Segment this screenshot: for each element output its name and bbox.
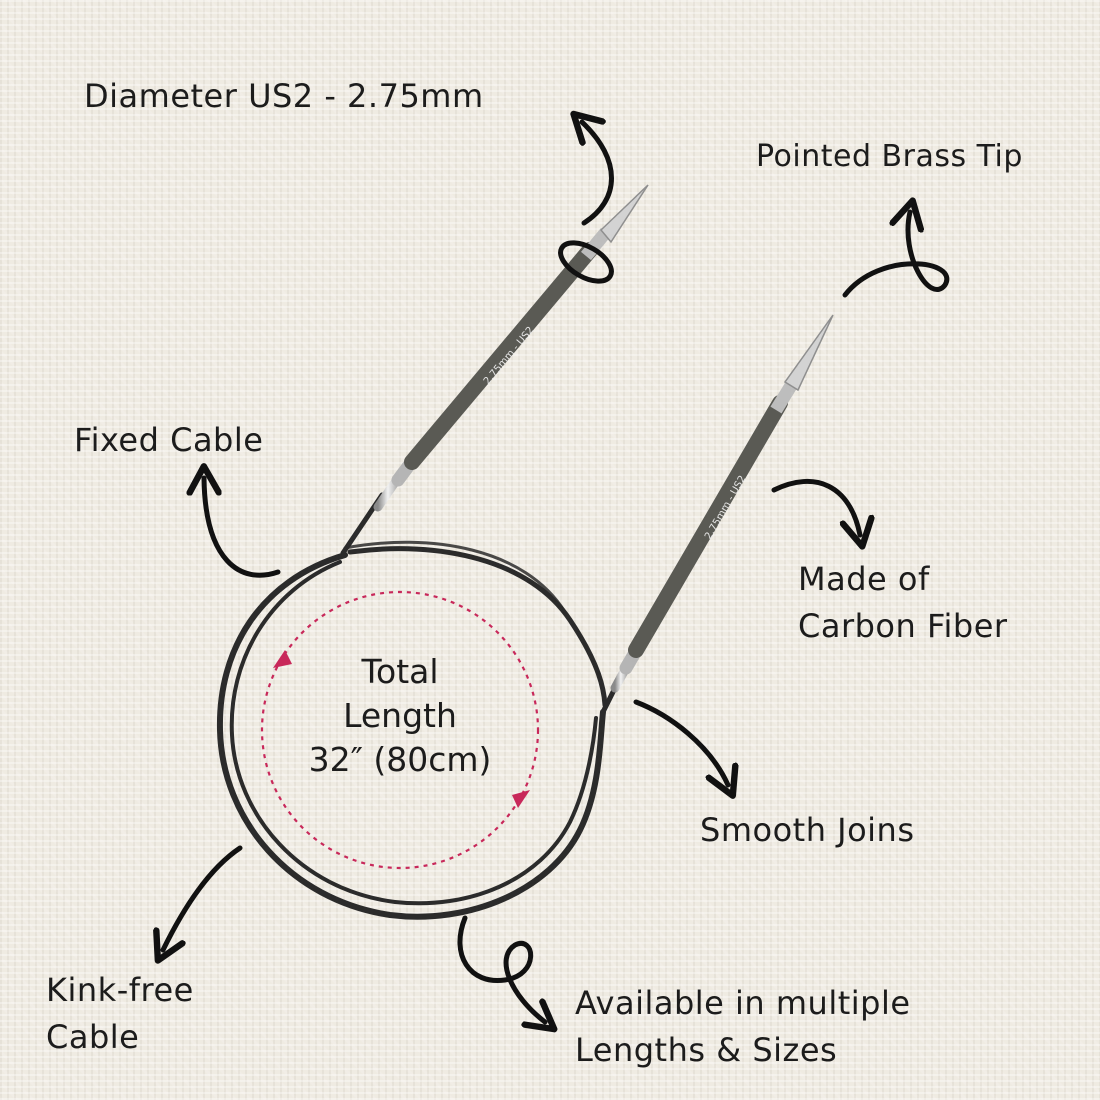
carbon-fiber-label: Made of Carbon Fiber <box>798 556 1008 650</box>
curved-arrow-icon <box>582 122 614 226</box>
total-length-line-2: Length <box>343 696 457 735</box>
available-label: Available in multiple Lengths & Sizes <box>575 980 911 1074</box>
available-line-2: Lengths & Sizes <box>575 1031 838 1069</box>
length-arrow-top <box>273 650 292 668</box>
carbon-fiber-line-1: Made of <box>798 560 930 598</box>
kink-free-label: Kink-free Cable <box>46 967 194 1061</box>
kink-free-line-2: Cable <box>46 1018 140 1056</box>
cable-loop <box>216 540 608 920</box>
available-line-1: Available in multiple <box>575 984 911 1022</box>
kink-free-line-1: Kink-free <box>46 971 194 1009</box>
left-needle: 2.75mm - US2 <box>340 184 649 556</box>
curved-arrow-icon <box>163 845 243 950</box>
smooth-joins-label: Smooth Joins <box>700 811 915 849</box>
curved-arrow-icon <box>204 478 281 578</box>
total-length-label: Total Length 32″ (80cm) <box>280 650 520 782</box>
curved-arrow-icon <box>633 699 728 785</box>
length-indicator <box>260 590 540 870</box>
length-arrow-bottom <box>512 790 530 808</box>
fixed-cable-label: Fixed Cable <box>74 421 264 459</box>
right-needle: 2.75mm - US2 <box>600 314 834 715</box>
total-length-line-3: 32″ (80cm) <box>308 740 492 779</box>
loop-arrow-icon <box>457 915 545 1022</box>
total-length-line-1: Total <box>361 652 439 691</box>
pointed-tip-label: Pointed Brass Tip <box>756 139 1023 174</box>
curved-arrow-icon <box>771 479 860 535</box>
carbon-fiber-line-2: Carbon Fiber <box>798 607 1008 645</box>
loop-arrow-icon <box>842 212 950 298</box>
diameter-label: Diameter US2 - 2.75mm <box>84 77 484 115</box>
